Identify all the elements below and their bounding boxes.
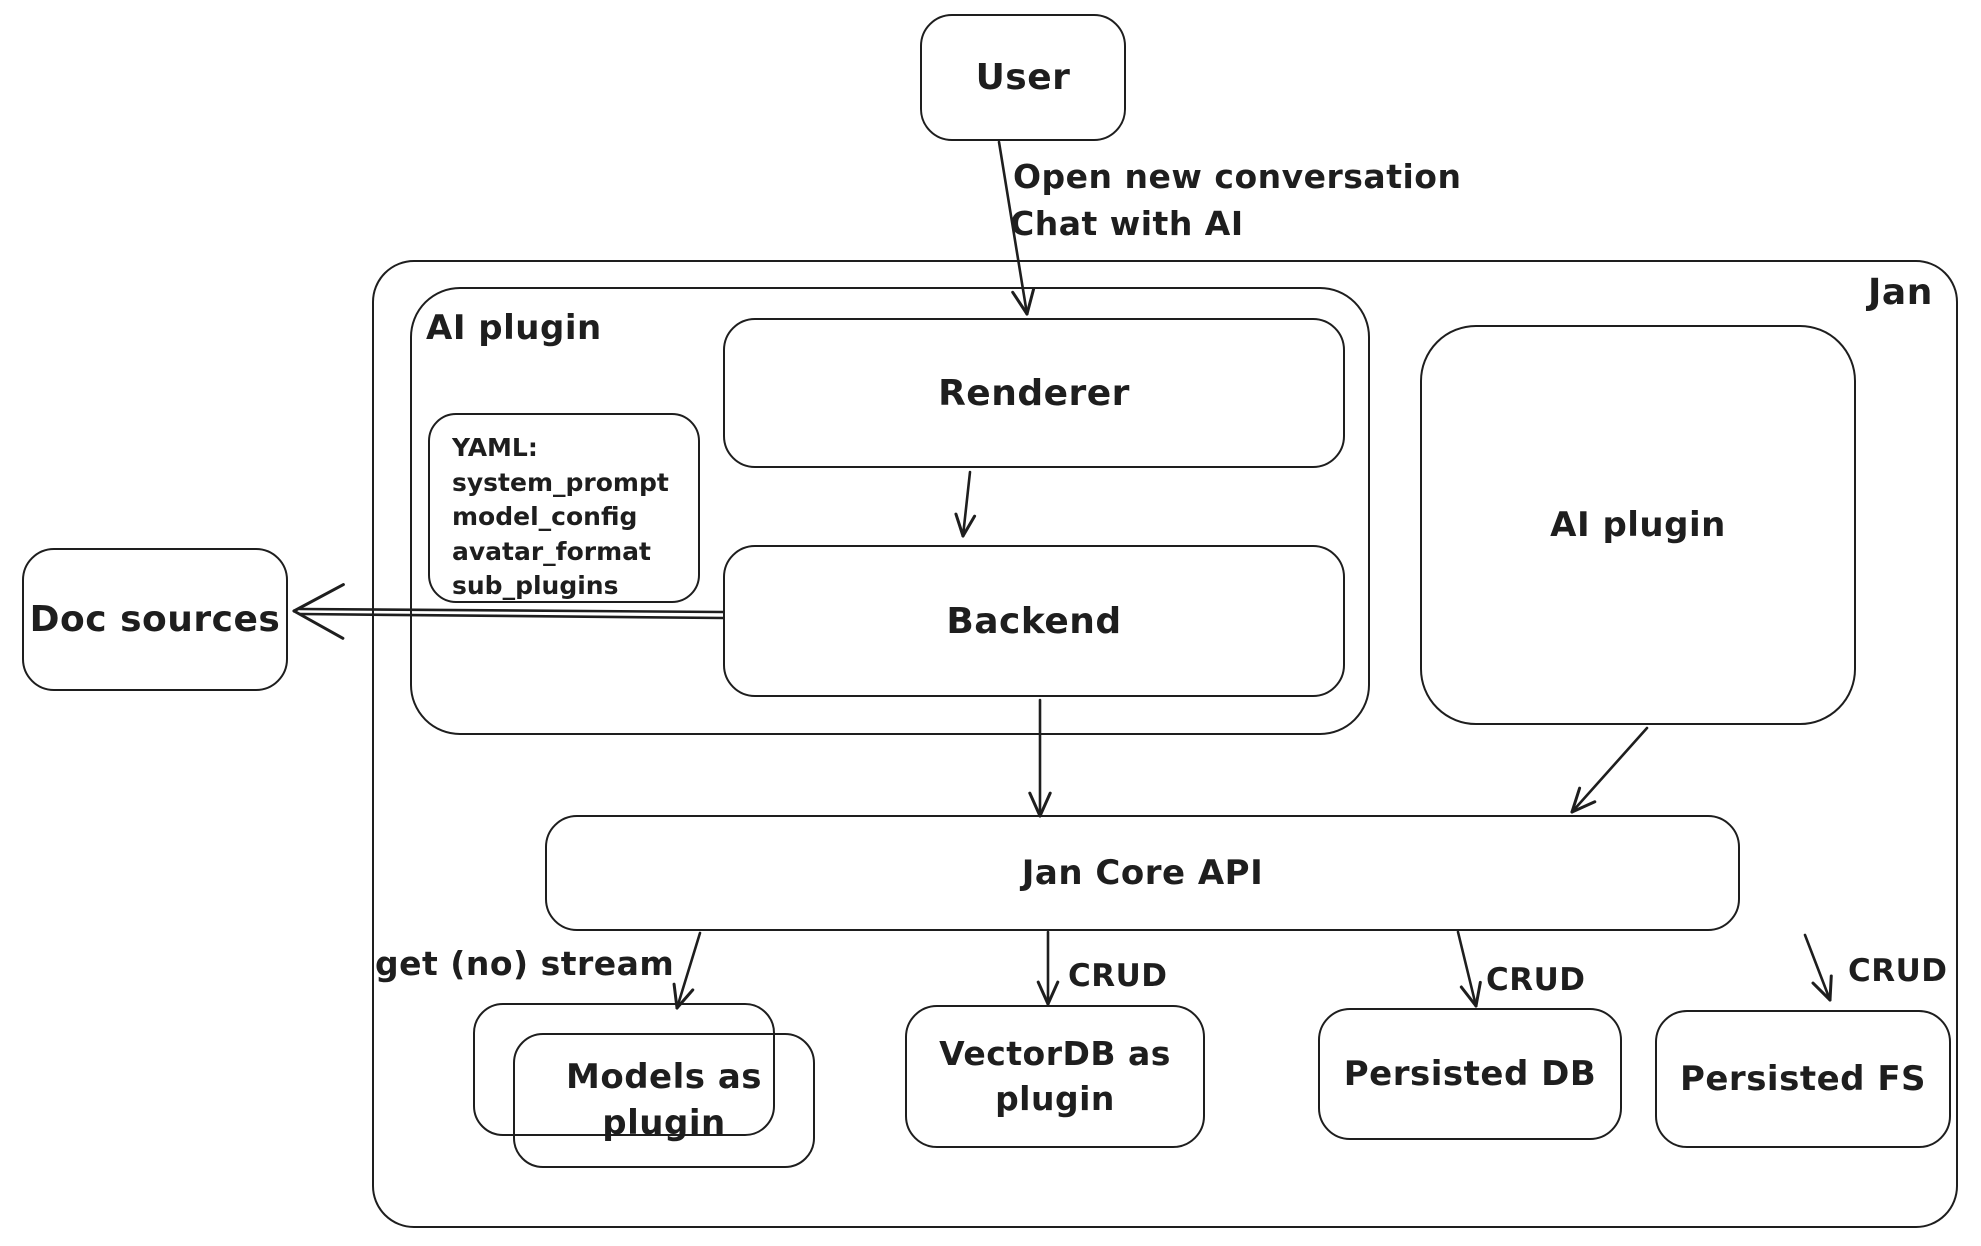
edge-label-get-no-stream: get (no) stream <box>375 944 675 983</box>
yaml-note: YAML: system_prompt model_config avatar_… <box>428 413 700 603</box>
node-models-as-plugin-label: Models as plugin <box>566 1056 762 1143</box>
node-doc-sources: Doc sources <box>22 548 288 691</box>
node-ai-plugin-right: AI plugin <box>1420 325 1856 725</box>
edge-label-crud-persisted-fs: CRUD <box>1848 953 1948 989</box>
yaml-note-line: avatar_format <box>452 536 651 566</box>
yaml-note-line: model_config <box>452 502 638 531</box>
container-jan-label: Jan <box>1868 272 1933 313</box>
node-renderer-label: Renderer <box>938 372 1130 414</box>
node-backend-label: Backend <box>946 600 1122 642</box>
edge-label-chat-with-ai: Chat with AI <box>1010 204 1244 243</box>
node-vectordb-as-plugin: VectorDB as plugin <box>905 1005 1205 1148</box>
edge-label-crud-vectordb: CRUD <box>1068 958 1168 994</box>
node-jan-core-api-label: Jan Core API <box>1021 853 1264 893</box>
node-persisted-fs: Persisted FS <box>1655 1010 1951 1148</box>
node-models-as-plugin: Models as plugin <box>513 1033 815 1168</box>
container-ai-plugin <box>410 287 1370 735</box>
yaml-note-line: YAML: <box>452 433 538 462</box>
node-user-label: User <box>975 57 1071 98</box>
node-renderer: Renderer <box>723 318 1345 468</box>
node-user: User <box>920 14 1126 141</box>
yaml-note-line: system_prompt <box>452 467 669 497</box>
container-ai-plugin-label: AI plugin <box>426 308 602 348</box>
node-doc-sources-label: Doc sources <box>29 599 281 640</box>
node-persisted-db-label: Persisted DB <box>1343 1054 1597 1094</box>
node-models-as-plugin-back <box>473 1003 775 1136</box>
container-jan <box>372 260 1958 1228</box>
node-vectordb-as-plugin-label: VectorDB as plugin <box>939 1033 1171 1118</box>
node-persisted-db: Persisted DB <box>1318 1008 1622 1140</box>
yaml-note-line: sub_plugins <box>452 571 619 600</box>
node-backend: Backend <box>723 545 1345 697</box>
edge-label-open-new-conversation: Open new conversation <box>1013 157 1462 196</box>
node-persisted-fs-label: Persisted FS <box>1679 1059 1927 1099</box>
node-ai-plugin-right-label: AI plugin <box>1550 505 1726 545</box>
node-jan-core-api: Jan Core API <box>545 815 1740 931</box>
edge-label-crud-persisted-db: CRUD <box>1486 962 1586 998</box>
